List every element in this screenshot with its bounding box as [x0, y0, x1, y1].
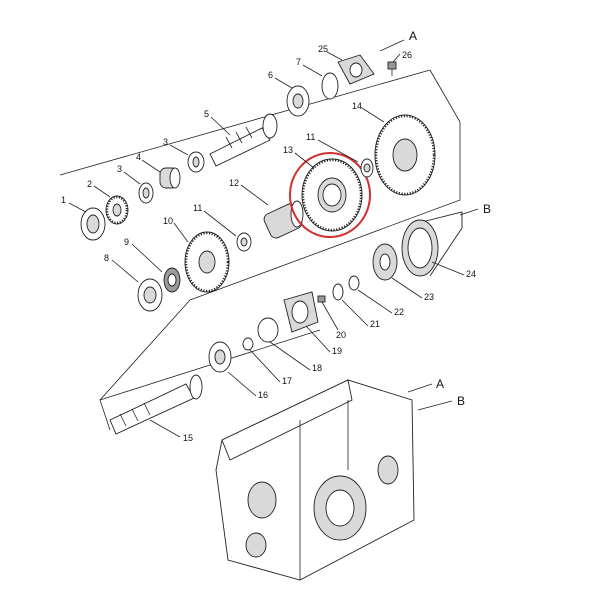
- part-24-housing[interactable]: [401, 211, 463, 277]
- reference-b-top: B: [483, 202, 491, 216]
- part-22-washer[interactable]: [348, 275, 360, 291]
- callout-22: 22: [394, 307, 404, 317]
- callout-12: 12: [229, 178, 239, 188]
- callout-10: 10: [163, 216, 173, 226]
- part-17-washer[interactable]: [242, 337, 254, 351]
- part-23-plate[interactable]: [372, 243, 398, 281]
- part-25-cover[interactable]: [337, 54, 375, 85]
- transmission-case[interactable]: [215, 379, 415, 581]
- part-14-large-gear[interactable]: [374, 114, 436, 196]
- callout-11: 11: [306, 132, 315, 142]
- part-3-bearing-lower[interactable]: [138, 182, 154, 204]
- part-11-collar-upper[interactable]: [360, 158, 374, 178]
- leader-lines: [68, 39, 479, 438]
- callout-11: 11: [193, 203, 202, 213]
- part-19-flange[interactable]: [283, 291, 319, 333]
- part-11-collar-lower[interactable]: [236, 232, 252, 252]
- callout-19: 19: [332, 346, 342, 356]
- part-16-bearing[interactable]: [208, 341, 232, 373]
- callout-3: 3: [163, 137, 168, 147]
- part-20-bolt[interactable]: [317, 295, 326, 303]
- part-13-gear-highlighted[interactable]: [301, 158, 363, 232]
- callout-13: 13: [283, 145, 293, 155]
- part-4-needle-bearing[interactable]: [159, 167, 181, 189]
- part-15-output-shaft[interactable]: [109, 374, 203, 435]
- part-1-bearing[interactable]: [80, 207, 106, 241]
- part-21-snap-ring[interactable]: [332, 283, 344, 301]
- callout-26: 26: [402, 50, 412, 60]
- callout-7: 7: [296, 57, 301, 67]
- callout-6: 6: [268, 70, 273, 80]
- callout-16: 16: [258, 390, 268, 400]
- callout-17: 17: [282, 376, 292, 386]
- highlight-circle: [289, 152, 371, 238]
- reference-a-top: A: [409, 29, 417, 43]
- callout-4: 4: [136, 152, 141, 162]
- reference-a-case: A: [436, 377, 444, 391]
- part-10-gear[interactable]: [184, 231, 230, 293]
- part-8-bearing[interactable]: [137, 278, 163, 312]
- callout-24: 24: [466, 269, 476, 279]
- part-3-bearing-upper[interactable]: [187, 151, 205, 173]
- callout-21: 21: [370, 319, 380, 329]
- callout-labels: 1 2 3 3 4 5 6 7 8 9 10 11 11 12 13 14 15…: [61, 44, 476, 443]
- part-9-seal[interactable]: [163, 267, 181, 293]
- part-26-bolt[interactable]: [387, 61, 397, 76]
- callout-9: 9: [124, 237, 129, 247]
- callout-8: 8: [104, 253, 109, 263]
- callout-15: 15: [183, 433, 193, 443]
- reference-b-case: B: [457, 394, 465, 408]
- callout-2: 2: [87, 179, 92, 189]
- callout-3: 3: [117, 164, 122, 174]
- callout-14: 14: [352, 101, 362, 111]
- part-6-bearing[interactable]: [286, 85, 310, 117]
- part-18-o-ring[interactable]: [257, 317, 279, 343]
- callout-18: 18: [312, 363, 322, 373]
- assembly-frame: [59, 69, 461, 431]
- callout-23: 23: [424, 292, 434, 302]
- callout-5: 5: [204, 109, 209, 119]
- part-2-gear[interactable]: [105, 195, 129, 225]
- callout-1: 1: [61, 195, 66, 205]
- callout-25: 25: [318, 44, 328, 54]
- part-5-shaft[interactable]: [209, 113, 278, 167]
- callout-20: 20: [336, 330, 346, 340]
- part-7-snap-ring[interactable]: [321, 72, 339, 100]
- reference-labels: A B A B: [409, 29, 491, 408]
